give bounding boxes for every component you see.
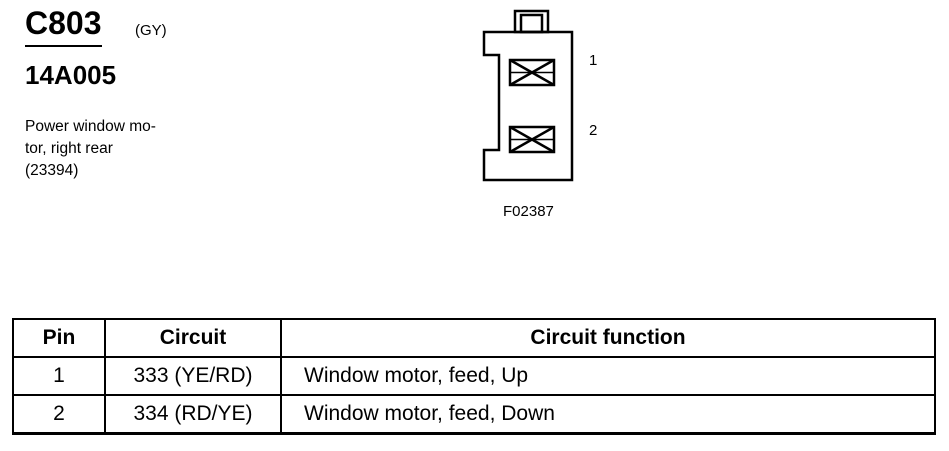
connector-face-diagram: [482, 9, 574, 182]
table-row: 2 334 (RD/YE) Window motor, feed, Down: [12, 394, 936, 435]
connector-housing: [482, 9, 574, 182]
cell-pin: 1: [12, 356, 106, 396]
connector-id: C803: [25, 4, 102, 47]
pin-label-2: 2: [589, 122, 598, 139]
cell-circuit-function: Window motor, feed, Down: [280, 394, 936, 435]
table-row: 1 333 (YE/RD) Window motor, feed, Up: [12, 356, 936, 396]
header-pin: Pin: [12, 318, 106, 358]
connector-color-code: (GY): [135, 22, 167, 39]
cell-circuit: 334 (RD/YE): [104, 394, 282, 435]
cell-pin: 2: [12, 394, 106, 435]
header-circuit-function: Circuit function: [280, 318, 936, 358]
header-circuit: Circuit: [104, 318, 282, 358]
pin-cavity-1: [508, 58, 556, 87]
pin-label-1: 1: [589, 52, 598, 69]
cell-circuit-function: Window motor, feed, Up: [280, 356, 936, 396]
part-number: 14A005: [25, 60, 117, 90]
pin-table: Pin Circuit Circuit function 1 333 (YE/R…: [12, 318, 936, 435]
pin-cavity-2: [508, 125, 556, 154]
figure-id: F02387: [503, 203, 554, 220]
table-header-row: Pin Circuit Circuit function: [12, 318, 936, 358]
connector-description: Power window mo- tor, right rear (23394): [25, 118, 156, 179]
cell-circuit: 333 (YE/RD): [104, 356, 282, 396]
